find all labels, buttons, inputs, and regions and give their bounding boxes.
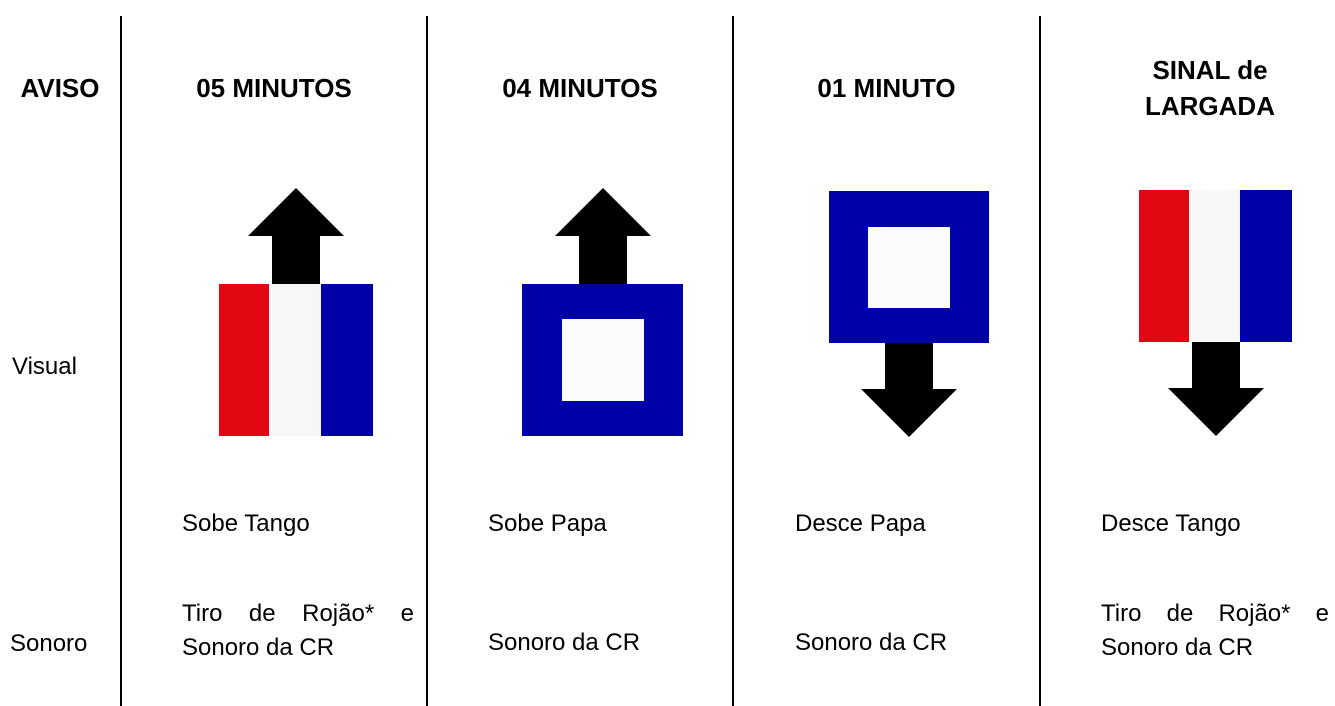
sound-01-minuto: Sonoro da CR	[795, 629, 948, 656]
header-05-minutos: 05 MINUTOS	[196, 73, 352, 103]
papa-flag-icon	[829, 191, 989, 343]
sound-largada: Tiro de Rojão* e Sonoro da CR	[1101, 597, 1329, 665]
sound-line: Sonoro da CR	[1101, 634, 1254, 661]
sound-line: Tiro de Rojão* e	[182, 600, 414, 627]
header-01-minuto: 01 MINUTO	[817, 73, 956, 103]
row-label-sonoro: Sonoro	[10, 630, 88, 657]
row-label-visual: Visual	[12, 353, 77, 380]
column-divider	[426, 16, 428, 706]
papa-flag-icon	[522, 284, 683, 436]
header-largada-line2: LARGADA	[1145, 91, 1275, 121]
action-desce-papa: Desce Papa	[795, 510, 926, 537]
column-divider	[120, 16, 122, 706]
header-aviso: AVISO	[20, 73, 100, 103]
header-sinal-de-largada: SINAL de LARGADA	[1085, 52, 1335, 124]
column-divider	[1039, 16, 1041, 706]
arrow-down-icon	[861, 343, 957, 437]
sound-04-minutos: Sonoro da CR	[488, 629, 641, 656]
sound-line: Sonoro da CR	[182, 634, 335, 661]
column-divider	[732, 16, 734, 706]
arrow-up-icon	[248, 188, 344, 284]
action-desce-tango: Desce Tango	[1101, 510, 1241, 537]
action-sobe-tango: Sobe Tango	[182, 510, 310, 537]
action-sobe-papa: Sobe Papa	[488, 510, 607, 537]
tango-flag-icon	[1139, 190, 1292, 342]
sound-line: Tiro de Rojão* e	[1101, 600, 1329, 627]
sound-05-minutos: Tiro de Rojão* e Sonoro da CR	[182, 597, 414, 665]
tango-flag-icon	[219, 284, 373, 436]
header-04-minutos: 04 MINUTOS	[502, 73, 658, 103]
arrow-up-icon	[555, 188, 651, 284]
header-largada-line1: SINAL de	[1152, 55, 1268, 85]
arrow-down-icon	[1168, 342, 1264, 436]
